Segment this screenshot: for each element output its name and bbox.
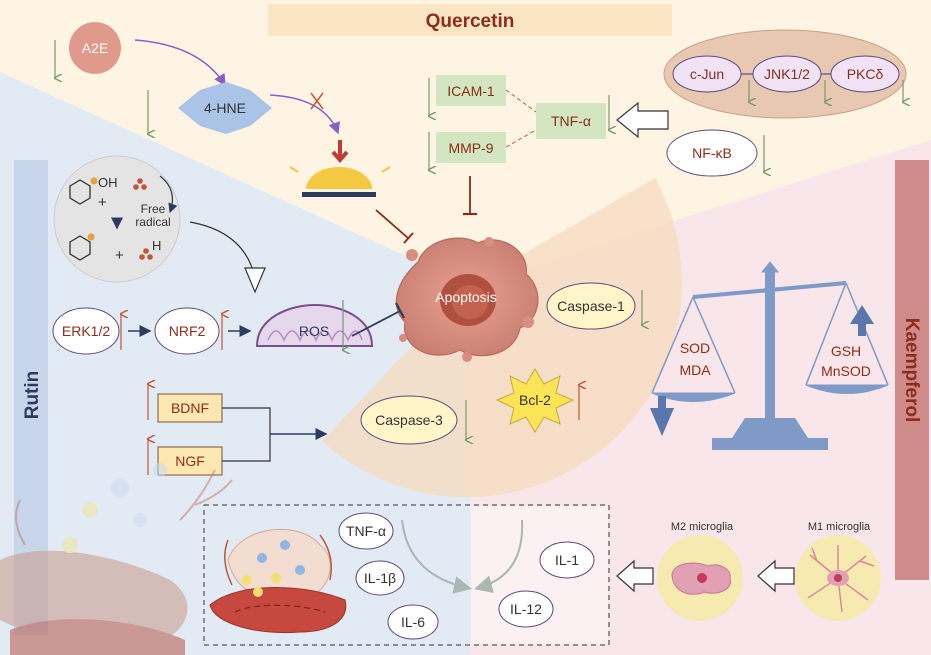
ros-inhibit-line <box>351 310 401 337</box>
kaempferol-label: Kaempferol <box>901 318 922 423</box>
caspase3-label: Caspase-3 <box>375 412 443 428</box>
m2-to-cytokines-arrow <box>616 559 654 593</box>
free-radical-icon <box>133 178 147 190</box>
tnf-box <box>536 103 606 139</box>
ros-inhibit-bar <box>395 302 405 319</box>
m2-label: M2 microglia <box>671 521 734 533</box>
apoptosis-label: Apoptosis <box>435 289 496 305</box>
light-inhibit-line <box>375 209 409 239</box>
radical-arrow <box>159 175 178 214</box>
bcl2-label: Bcl-2 <box>519 392 551 408</box>
cyto-il12-node <box>498 590 554 628</box>
cyto-il1b-label: IL-1β <box>364 570 396 586</box>
decrease-arrow-icon <box>650 396 674 436</box>
title-banner <box>268 4 672 36</box>
neutralized-radical-icon <box>139 248 153 260</box>
free-radical-line-1: Free <box>141 202 166 216</box>
m1-to-m2-arrow <box>757 559 795 593</box>
cyto-il6-node <box>387 604 439 640</box>
jnk-label: JNK1/2 <box>764 66 810 82</box>
icam-box <box>436 75 506 106</box>
block-cross-2 <box>310 92 324 110</box>
rutin-label: Rutin <box>22 371 43 420</box>
kinase-to-tnf-arrow <box>616 101 669 139</box>
cyto-il6-label: IL-6 <box>401 614 425 630</box>
cyto-il12-label: IL-12 <box>510 601 542 617</box>
bdnf-box <box>157 393 223 423</box>
cytokine-box <box>203 504 610 646</box>
mmp-tnf-link <box>505 129 537 148</box>
bdnf-label: BDNF <box>171 400 209 416</box>
cyto-tnf-label: TNF-α <box>346 523 386 539</box>
caspase1-node <box>546 282 636 330</box>
ros-label: ROS <box>299 323 329 339</box>
a2e-node <box>69 22 121 74</box>
cyto-il1-label: IL-1 <box>555 552 579 568</box>
free-radical-line-2: radical <box>135 215 170 229</box>
m1-nucleus <box>834 574 842 582</box>
m1-label: M1 microglia <box>808 521 871 533</box>
sod-label: SOD <box>680 340 710 356</box>
mmp-label: MMP-9 <box>448 140 493 156</box>
curved-arrow-head <box>244 267 266 294</box>
plus-sign-1: + <box>98 194 107 211</box>
caspase3-node <box>360 395 458 445</box>
bcl2-burst <box>495 368 575 433</box>
nfkb-label: NF-κB <box>692 145 732 161</box>
kaempferol-banner <box>895 160 929 580</box>
title: Quercetin <box>426 11 515 32</box>
ngf-box <box>157 446 223 476</box>
apoptotic-cell <box>395 237 539 362</box>
converge-arrow-right <box>474 519 524 593</box>
balance-scale-icon <box>651 261 889 450</box>
nrf2-label: NRF2 <box>169 323 206 339</box>
pkc-label: PKCδ <box>847 66 884 82</box>
plus-sign-2: + <box>115 247 124 264</box>
caspase1-label: Caspase-1 <box>557 298 625 314</box>
hne-label: 4-HNE <box>204 100 246 116</box>
hydroxyl-label: OH <box>98 175 118 190</box>
ngf-label: NGF <box>175 453 205 469</box>
a2e-label: A2E <box>82 40 108 56</box>
erk-node <box>52 307 120 355</box>
converge-arrow-left <box>401 519 472 594</box>
cyto-il1-node <box>539 541 595 579</box>
nrf2-node <box>154 307 220 355</box>
m2-nucleus <box>697 573 707 583</box>
tnf-label: TNF-α <box>551 113 591 129</box>
inflamed-tissue-icon <box>209 528 347 633</box>
tissue-illustration <box>0 463 233 655</box>
mmp-box <box>436 132 506 163</box>
m1-microglia-icon <box>807 545 875 613</box>
nfkb-node <box>666 129 758 177</box>
a2e-to-hne-arrow <box>134 39 226 87</box>
cjun-label: c-Jun <box>690 66 724 82</box>
gsh-label: GSH <box>831 343 861 359</box>
erk-label: ERK1/2 <box>62 323 110 339</box>
mnsod-label: MnSOD <box>821 363 871 379</box>
cyto-tnf-node <box>338 512 394 550</box>
phenol-icon <box>69 177 98 205</box>
phenoxy-icon <box>69 233 95 261</box>
mda-label: MDA <box>679 362 711 378</box>
increase-arrow-icon <box>850 305 874 336</box>
light-icon <box>289 140 391 197</box>
hydrogen-label: H <box>152 238 161 253</box>
icam-label: ICAM-1 <box>447 83 495 99</box>
hne-to-light-arrow <box>269 94 340 135</box>
light-inhibit-bar <box>403 232 414 244</box>
cyto-il1b-node <box>355 560 405 596</box>
hne-node <box>178 82 272 134</box>
icam-tnf-link <box>505 89 537 113</box>
